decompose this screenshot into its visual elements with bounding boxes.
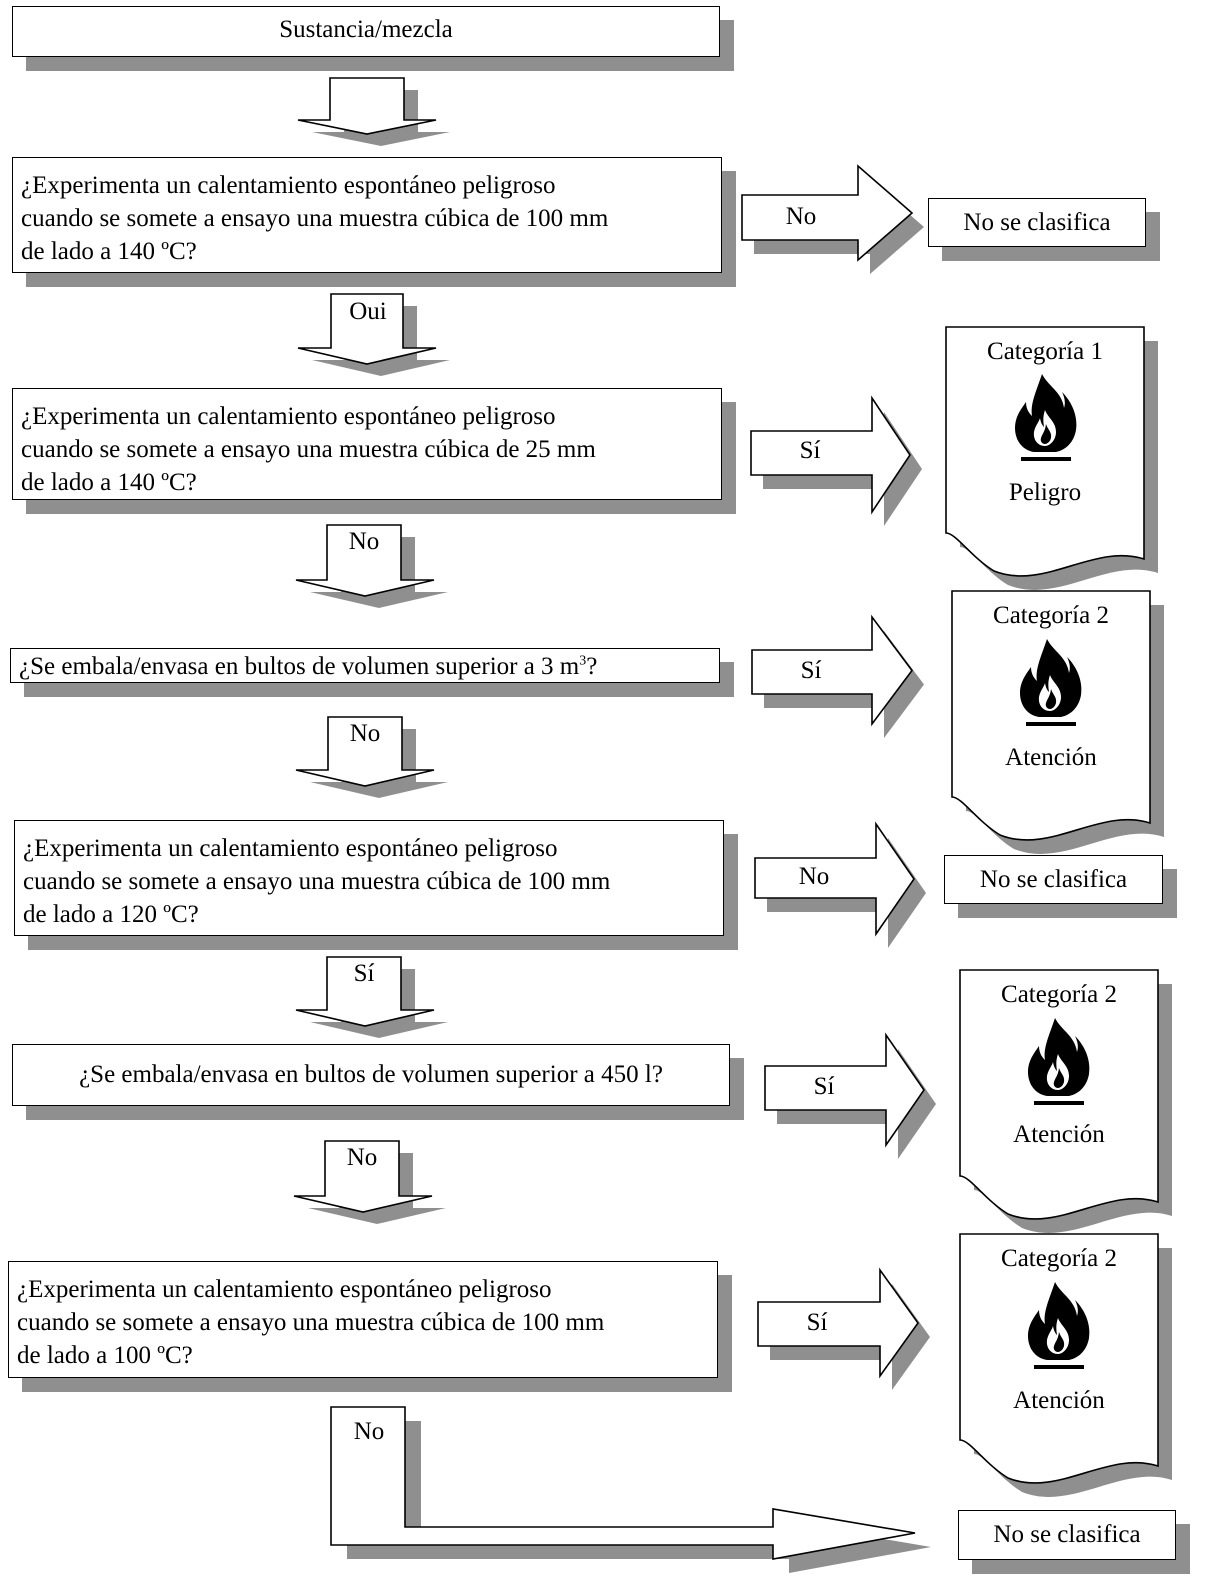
not-classified-label-1: No se clasifica	[963, 209, 1111, 236]
start-label: Sustancia/mezcla	[279, 16, 453, 43]
question-box-6: ¿Experimenta un calentamiento espontáneo…	[8, 1261, 718, 1378]
not-classified-label-2: No se clasifica	[979, 866, 1128, 893]
down-arrow-label-1: Oui	[349, 298, 387, 325]
question-1-line-1: ¿Experimenta un calentamiento espontáneo…	[21, 172, 556, 199]
flame-icon	[1020, 639, 1082, 726]
card-4-category: Categoría 2	[1001, 1245, 1117, 1272]
right-arrow-6	[757, 1267, 919, 1379]
down-arrow-3	[295, 524, 435, 597]
question-1-line-3: de lado a 140 ºC?	[21, 238, 197, 265]
question-1-line-2: cuando se somete a ensayo una muestra cú…	[21, 205, 609, 232]
question-2-line-1: ¿Experimenta un calentamiento espontáneo…	[21, 403, 556, 430]
flame-icon	[1015, 374, 1077, 461]
down-right-arrow	[330, 1406, 916, 1560]
down-arrow-1	[297, 77, 437, 135]
card-3-signal: Atención	[1013, 1121, 1105, 1148]
down-arrow-label-2: No	[348, 528, 380, 555]
down-arrow-4	[295, 716, 435, 787]
question-6-line-1: ¿Experimenta un calentamiento espontáneo…	[17, 1276, 552, 1303]
question-6-line-2: cuando se somete a ensayo una muestra cú…	[17, 1309, 605, 1336]
right-arrow-label-4: No	[798, 863, 830, 890]
flame-icon	[1028, 1282, 1090, 1369]
right-arrow-4	[754, 821, 915, 937]
question-2-line-2: cuando se somete a ensayo una muestra cú…	[21, 436, 596, 463]
question-4-line-2: cuando se somete a ensayo una muestra cú…	[23, 868, 611, 895]
question-box-1: ¿Experimenta un calentamiento espontáneo…	[12, 157, 722, 273]
l-arrow-shadow	[347, 1421, 931, 1573]
question-box-5: ¿Se embala/envasa en bultos de volumen s…	[12, 1044, 730, 1106]
question-box-4: ¿Experimenta un calentamiento espontáneo…	[14, 820, 724, 936]
question-5-text: ¿Se embala/envasa en bultos de volumen s…	[79, 1061, 663, 1088]
down-arrow-label-3: No	[349, 720, 381, 747]
not-classified-box-1: No se clasifica	[928, 198, 1146, 247]
right-arrow-label-2: Sí	[799, 437, 821, 464]
card-3-category: Categoría 2	[1001, 981, 1117, 1008]
card-2-signal: Atención	[1005, 744, 1097, 771]
not-classified-box-3: No se clasifica	[958, 1510, 1176, 1560]
down-arrow-label-6: No	[353, 1418, 385, 1445]
right-arrow-label-3: Sí	[800, 657, 822, 684]
right-arrow-label-6: Sí	[806, 1309, 828, 1336]
down-arrow-5	[295, 956, 435, 1027]
right-arrow-5	[764, 1032, 925, 1148]
question-3-tail: ?	[586, 653, 598, 680]
card-1-category: Categoría 1	[987, 338, 1103, 365]
question-box-2: ¿Experimenta un calentamiento espontáneo…	[12, 388, 722, 500]
not-classified-box-2: No se clasifica	[944, 855, 1163, 904]
not-classified-label-3: No se clasifica	[993, 1521, 1141, 1548]
question-3-text: ¿Se embala/envasa en bultos de volumen s…	[19, 653, 580, 680]
down-arrow-2	[297, 293, 437, 365]
down-arrow-label-4: Sí	[353, 960, 375, 987]
card-4-signal: Atención	[1013, 1387, 1105, 1414]
question-4-line-3: de lado a 120 ºC?	[23, 901, 199, 928]
right-arrow-label-1: No	[785, 203, 817, 230]
flame-icon	[1028, 1018, 1090, 1105]
down-arrow-label-5: No	[346, 1144, 378, 1171]
right-arrow-label-5: Sí	[813, 1073, 835, 1100]
question-box-3: ¿Se embala/envasa en bultos de volumen s…	[10, 648, 720, 683]
question-6-line-3: de lado a 100 ºC?	[17, 1342, 193, 1369]
card-1-signal: Peligro	[1008, 479, 1082, 506]
right-arrow-3	[751, 614, 913, 727]
start-box: Sustancia/mezcla	[12, 6, 720, 57]
question-3-superscript: 3	[579, 653, 587, 669]
card-2-category: Categoría 2	[993, 602, 1109, 629]
down-arrow-6	[293, 1140, 433, 1213]
question-2-line-3: de lado a 140 ºC?	[21, 469, 197, 496]
right-arrow-1	[741, 164, 914, 262]
question-4-line-1: ¿Experimenta un calentamiento espontáneo…	[23, 835, 558, 862]
right-arrow-2	[750, 395, 911, 515]
